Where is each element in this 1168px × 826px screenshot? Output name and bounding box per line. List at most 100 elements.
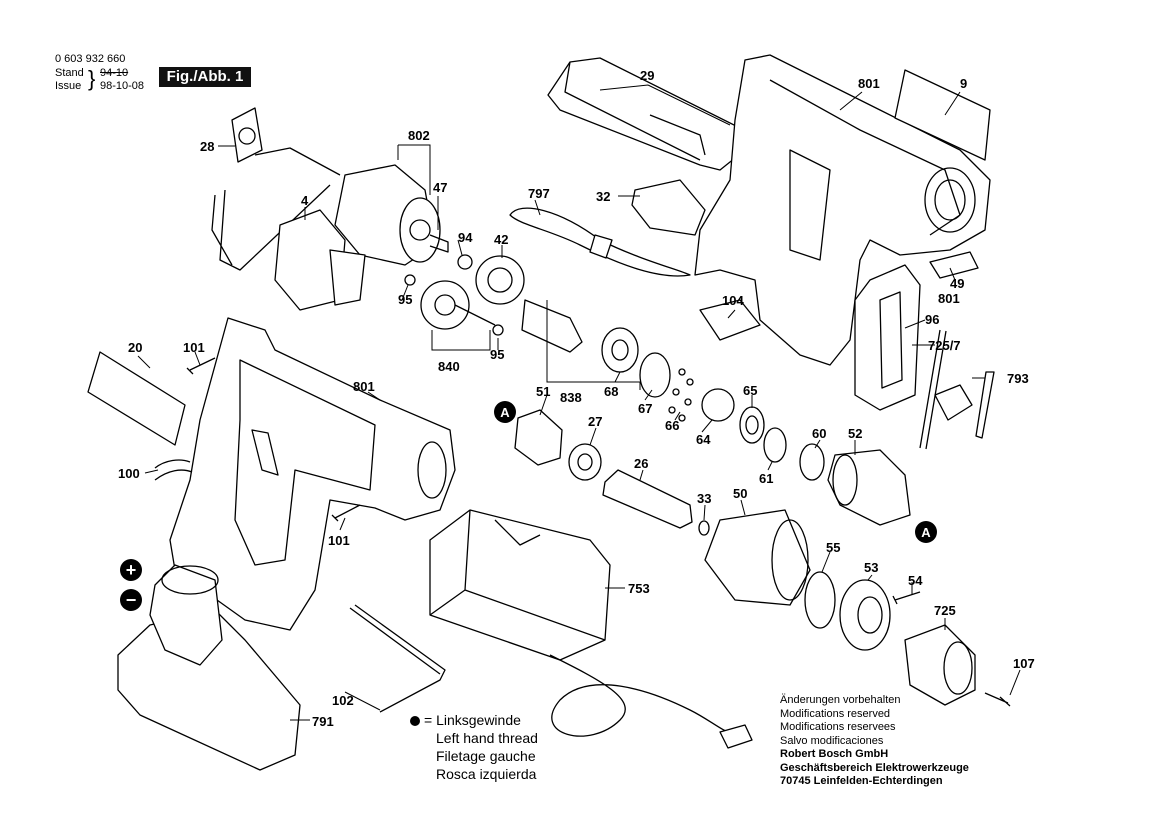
part-gears [404, 254, 525, 336]
charger-cord [549, 654, 736, 737]
part-54-screw [892, 591, 921, 605]
label-793: 793 [1007, 371, 1029, 386]
issue-value: 98-10-08 [100, 80, 145, 92]
label-33: 33 [697, 491, 711, 506]
part-725-7-chuck-key [919, 329, 973, 450]
part-61-ring [763, 427, 787, 463]
brace-icon: } [88, 66, 96, 91]
label-107: 107 [1013, 656, 1035, 671]
part-96-side-cover [854, 264, 921, 411]
legend-line-2: Left hand thread [436, 730, 538, 746]
part-100-wire [154, 459, 193, 481]
label-55: 55 [826, 540, 840, 555]
part-64-65-gears [701, 388, 765, 444]
part-33-ring [698, 520, 710, 536]
label-51: 51 [536, 384, 550, 399]
label-60: 60 [812, 426, 826, 441]
label-797: 797 [528, 186, 550, 201]
part-60-spring [799, 443, 825, 481]
part-104-board [699, 299, 761, 341]
notes-line-6: Geschäftsbereich Elektrowerkzeuge [780, 761, 969, 774]
part-791-battery [117, 564, 301, 771]
label-102: 102 [332, 693, 354, 708]
notes-line-5: Robert Bosch GmbH [780, 748, 889, 760]
label-101-upper: 101 [183, 340, 205, 355]
label-28: 28 [200, 139, 214, 154]
label-95-upper: 95 [398, 292, 412, 307]
part-53-nut [839, 579, 891, 651]
label-53: 53 [864, 560, 878, 575]
part-49-latch [929, 251, 979, 279]
marker-a-icon-1 [494, 401, 516, 423]
label-100: 100 [118, 466, 140, 481]
part-9-label [894, 69, 991, 161]
minus-terminal-icon [120, 589, 142, 611]
thread-legend: = Linksgewinde Left hand thread Filetage… [410, 711, 538, 783]
part-101-screw-b [331, 504, 361, 522]
label-4: 4 [301, 193, 309, 208]
part-793-pin [975, 371, 995, 439]
part-number: 0 603 932 660 [55, 53, 126, 65]
label-801-top: 801 [858, 76, 880, 91]
part-801-housing-right [694, 54, 991, 366]
part-55-washer [804, 571, 836, 629]
legend-line-4: Rosca izquierda [436, 766, 537, 782]
label-801-left: 801 [353, 379, 375, 394]
label-50: 50 [733, 486, 747, 501]
part-107-screw [984, 692, 1011, 707]
label-791: 791 [312, 714, 334, 729]
label-20: 20 [128, 340, 142, 355]
stand-label: Stand [55, 67, 84, 79]
part-725-chuck [904, 624, 976, 706]
label-753: 753 [628, 581, 650, 596]
label-65: 65 [743, 383, 757, 398]
legend-text-1: = Linksgewinde [424, 712, 521, 728]
label-49: 49 [950, 276, 964, 291]
part-52-gear-housing [827, 449, 911, 526]
part-801-housing-left [169, 317, 456, 631]
marker-a-label-2: A [921, 525, 931, 540]
label-101-lower: 101 [328, 533, 350, 548]
label-66: 66 [665, 418, 679, 433]
part-20-label [87, 351, 186, 446]
minus-terminal-label: − [126, 590, 137, 610]
plus-terminal-icon [120, 559, 142, 581]
label-840: 840 [438, 359, 460, 374]
publisher-notes: Änderungen vorbehalten Modifications res… [780, 694, 969, 789]
label-801-right: 801 [938, 291, 960, 306]
label-68: 68 [604, 384, 618, 399]
left-thread-dot-icon [410, 716, 420, 727]
label-802: 802 [408, 128, 430, 143]
legend-line-3: Filetage gauche [436, 748, 536, 764]
part-27-bearing [568, 443, 602, 481]
legend-line-1: = Linksgewinde [410, 711, 538, 729]
label-29: 29 [640, 68, 654, 83]
label-52: 52 [848, 426, 862, 441]
notes-line-3: Modifications reservees [780, 721, 896, 733]
part-102-wire [349, 604, 446, 713]
notes-line-1: Änderungen vorbehalten [780, 694, 901, 706]
part-26-spindle [602, 469, 693, 529]
leader-lines [137, 84, 1021, 721]
part-838-shaft [521, 299, 671, 398]
notes-line-7: 70745 Leinfelden-Echterdingen [780, 775, 943, 787]
label-61: 61 [759, 471, 773, 486]
part-66-balls [668, 368, 694, 422]
part-4-switch [274, 209, 366, 311]
part-797-strap [509, 207, 691, 277]
part-51-coupling [514, 409, 563, 466]
marker-a-label-1: A [500, 405, 510, 420]
label-725: 725 [934, 603, 956, 618]
plug-icon [719, 724, 753, 749]
label-32: 32 [596, 189, 610, 204]
plus-terminal-label: + [126, 560, 137, 580]
label-9: 9 [960, 76, 967, 91]
part-50-sleeve [704, 509, 811, 606]
stand-value: 94-10 [100, 67, 129, 79]
label-47: 47 [433, 180, 447, 195]
notes-line-4: Salvo modificaciones [780, 734, 884, 747]
part-802-motor [334, 164, 449, 266]
part-32-clip [631, 179, 706, 236]
label-26: 26 [634, 456, 648, 471]
